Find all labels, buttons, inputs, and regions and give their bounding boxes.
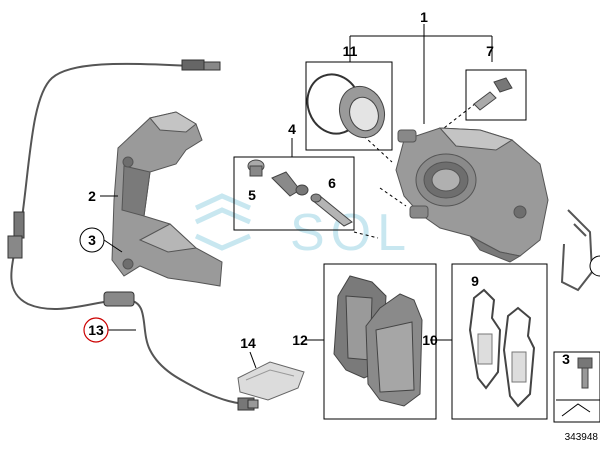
callout-1: 1 — [420, 9, 428, 25]
callout-6: 6 — [328, 175, 336, 191]
retaining-spring — [560, 209, 594, 292]
grease-sachet — [237, 361, 305, 401]
wear-sensor-connector-top — [181, 59, 221, 71]
callout-circle-13 — [83, 317, 109, 343]
callout-2: 2 — [88, 188, 96, 204]
callout-circle-3 — [79, 227, 105, 253]
wear-sensor-clip — [103, 291, 135, 307]
callout-14: 14 — [240, 335, 256, 351]
callout-13: 13 — [88, 322, 104, 338]
callout-circle-8 — [589, 255, 600, 277]
caliper-carrier — [111, 111, 223, 287]
guide-bolt — [271, 171, 309, 197]
bleeder-screw — [473, 77, 513, 111]
box-brake-pads — [323, 263, 437, 420]
callout-7: 7 — [486, 43, 494, 59]
dust-boot — [338, 85, 386, 139]
watermark: SOL — [194, 193, 412, 262]
watermark-logo-icon — [194, 193, 251, 251]
box-bleeder — [465, 69, 527, 121]
callout-4: 4 — [288, 121, 296, 137]
callout-5: 5 — [248, 187, 256, 203]
callout-12: 12 — [292, 332, 308, 348]
callout-9: 9 — [471, 273, 479, 289]
wear-sensor-grommet — [7, 211, 25, 259]
callout-3: 3 — [88, 232, 96, 248]
box-piston-seal — [305, 61, 393, 151]
wear-sensor-cable — [10, 62, 251, 405]
guide-pin — [310, 193, 353, 227]
caliper-bolt — [577, 357, 593, 389]
guide-sleeve — [247, 159, 265, 177]
box-guide-bolts — [233, 156, 355, 231]
bolt-detail-symbol — [556, 399, 600, 417]
diagram-id: 343948 — [565, 432, 599, 443]
anti-rattle-spring-right — [502, 306, 536, 408]
callout-10: 10 — [422, 332, 438, 348]
callout-11: 11 — [343, 43, 358, 59]
anti-rattle-spring-left — [468, 288, 502, 390]
callout-3-detail: 3 — [562, 351, 570, 367]
box-anti-rattle-springs — [451, 263, 548, 420]
watermark-text: SOL — [290, 204, 412, 262]
wear-sensor-plug-bottom — [237, 397, 259, 411]
caliper-housing — [395, 127, 549, 263]
box-bolt-detail — [553, 351, 600, 423]
brake-pad-inner — [365, 293, 423, 407]
